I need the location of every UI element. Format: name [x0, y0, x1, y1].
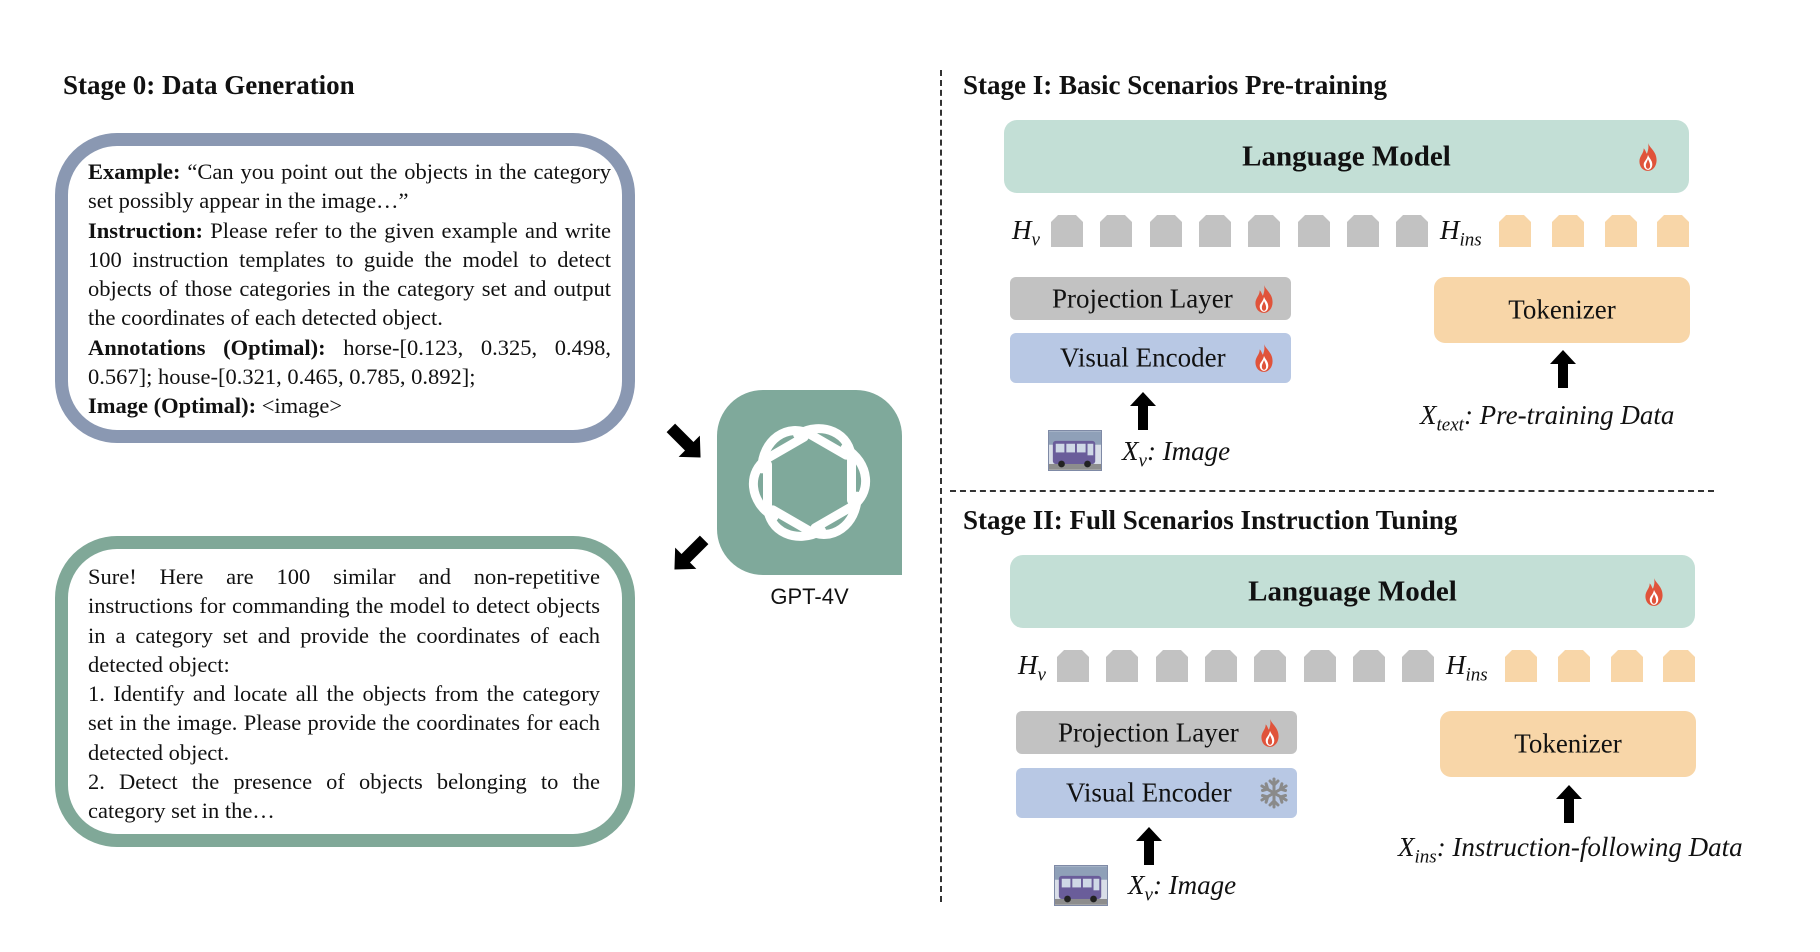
annotations-text: horse-[0.123, 0.325, 0.498, 0.567]; hous…	[88, 334, 611, 390]
instruction-token	[1552, 215, 1584, 247]
response-box	[55, 536, 635, 847]
visual-token	[1205, 650, 1237, 682]
visual-token	[1051, 215, 1083, 247]
stage2-language-model: Language Model	[1010, 555, 1695, 628]
prompt-text: Example: “Can you point out the objects …	[88, 157, 611, 421]
stage2-title: Stage II: Full Scenarios Instruction Tun…	[963, 505, 1458, 535]
example-text: “Can you point out the objects in the ca…	[88, 159, 611, 214]
visual-token	[1353, 650, 1385, 682]
visual-token	[1347, 215, 1379, 247]
visual-token	[1106, 650, 1138, 682]
stage1-xtext-label: Xtext: Pre-training Data	[1420, 400, 1675, 436]
visual-token	[1100, 215, 1132, 247]
visual-token	[1396, 215, 1428, 247]
visual-token	[1199, 215, 1231, 247]
stage2-xv-label: Xv: Image	[1128, 870, 1237, 906]
stage2-language-model-label: Language Model	[1248, 575, 1457, 607]
bus-image-thumbnail	[1048, 430, 1102, 471]
example-label: Example:	[88, 159, 181, 184]
stage2-hv-label: Hv	[1018, 650, 1046, 686]
visual-token	[1156, 650, 1188, 682]
horizontal-divider	[950, 490, 1714, 492]
stage2-xins-label: Xins: Instruction-following Data	[1398, 832, 1743, 868]
response-item-2: 2. Detect the presence of objects belong…	[88, 769, 600, 824]
fire-icon	[1253, 284, 1275, 314]
image-text: <image>	[256, 393, 343, 419]
instruction-token	[1499, 215, 1531, 247]
stage1-title: Stage I: Basic Scenarios Pre-training	[963, 70, 1387, 100]
fire-icon	[1637, 142, 1659, 172]
stage2-token-row	[0, 650, 1820, 684]
arrow-to-gpt-icon	[666, 423, 701, 458]
instruction-token	[1611, 650, 1643, 682]
instruction-token	[1663, 650, 1695, 682]
fire-icon	[1253, 343, 1275, 373]
arrow-up-icon	[1136, 827, 1162, 865]
stage1-tokenizer-label: Tokenizer	[1508, 294, 1616, 325]
stage2-visual-encoder: Visual Encoder	[1016, 768, 1297, 818]
visual-token	[1402, 650, 1434, 682]
stage2-tokenizer-label: Tokenizer	[1514, 728, 1622, 759]
visual-token	[1248, 215, 1280, 247]
vertical-divider	[940, 70, 942, 902]
visual-token	[1057, 650, 1089, 682]
prompt-box	[55, 133, 635, 443]
instruction-token	[1657, 215, 1689, 247]
stage1-projection-layer: Projection Layer	[1010, 277, 1291, 320]
visual-token	[1304, 650, 1336, 682]
response-text: Sure! Here are 100 similar and non-repet…	[88, 562, 600, 826]
instruction-token	[1558, 650, 1590, 682]
stage2-tokenizer: Tokenizer	[1440, 711, 1696, 777]
stage1-visual-encoder: Visual Encoder	[1010, 333, 1291, 383]
bus-image-thumbnail	[1054, 865, 1108, 906]
arrow-up-icon	[1550, 350, 1576, 388]
visual-token	[1298, 215, 1330, 247]
instruction-token	[1505, 650, 1537, 682]
instruction-token	[1605, 215, 1637, 247]
gpt-label: GPT-4V	[770, 584, 849, 609]
stage2-projection-layer: Projection Layer	[1016, 711, 1297, 754]
stage1-hins-label: Hins	[1440, 215, 1482, 251]
image-label: Image (Optimal):	[88, 393, 257, 419]
stage1-language-model-label: Language Model	[1242, 140, 1451, 172]
response-intro: Sure! Here are 100 similar and non-repet…	[88, 564, 600, 677]
arrow-from-gpt-icon	[674, 535, 709, 570]
stage1-hv-label: Hv	[1012, 215, 1040, 251]
stage2-projection-label: Projection Layer	[1058, 717, 1239, 747]
visual-token	[1254, 650, 1286, 682]
response-item-1: 1. Identify and locate all the objects f…	[88, 681, 600, 765]
openai-logo-icon	[749, 424, 870, 541]
arrow-up-icon	[1556, 785, 1582, 823]
arrow-up-icon	[1130, 392, 1156, 430]
annotations-label: Annotations (Optimal):	[88, 334, 326, 360]
stage1-language-model: Language Model	[1004, 120, 1689, 193]
stage2-hins-label: Hins	[1446, 650, 1488, 686]
stage2-visual-encoder-label: Visual Encoder	[1066, 777, 1232, 808]
instruction-text: Please refer to the given example and wr…	[88, 217, 611, 331]
fire-icon	[1259, 718, 1281, 748]
gpt-tile	[717, 390, 902, 575]
stage0-title: Stage 0: Data Generation	[63, 70, 355, 100]
instruction-label: Instruction:	[88, 217, 204, 243]
stage1-projection-label: Projection Layer	[1052, 283, 1233, 313]
snowflake-icon	[1260, 777, 1288, 809]
stage1-tokenizer: Tokenizer	[1434, 277, 1690, 343]
stage1-token-row	[0, 215, 1820, 249]
fire-icon	[1643, 577, 1665, 607]
stage1-visual-encoder-label: Visual Encoder	[1060, 342, 1226, 373]
stage1-xv-label: Xv: Image	[1122, 436, 1231, 472]
visual-token	[1150, 215, 1182, 247]
